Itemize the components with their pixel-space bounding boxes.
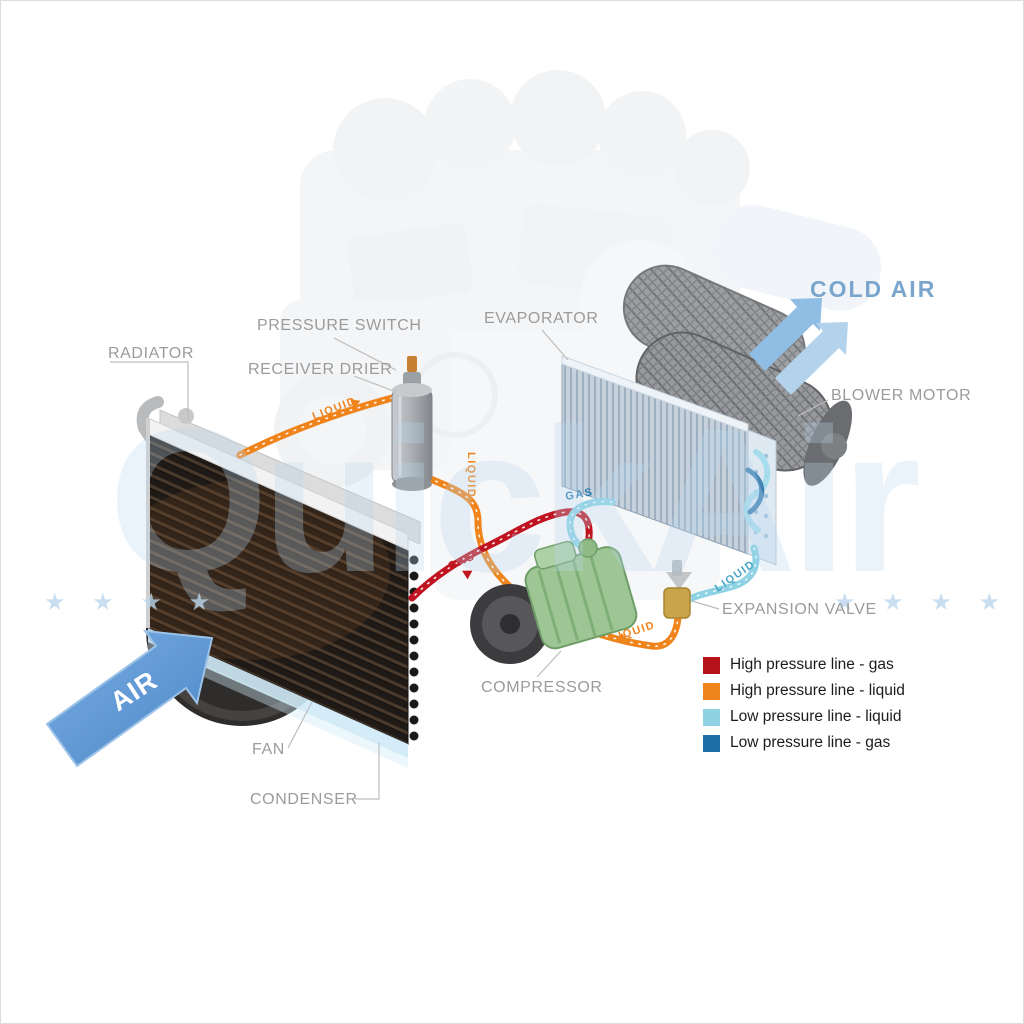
legend-item-high-gas: High pressure line - gas [703,652,905,678]
legend-label-low-gas: Low pressure line - gas [730,734,891,751]
compressor [470,538,638,664]
cold-air-arrows [749,298,848,395]
label-blower-motor: BLOWER MOTOR [831,387,972,404]
label-condenser: CONDENSER [250,791,358,808]
label-receiver-drier: RECEIVER DRIER [248,361,393,378]
legend-item-high-liquid: High pressure line - liquid [703,678,905,704]
evaporator [561,355,777,566]
pipe-label-gas-2: GAS [564,486,594,503]
leader-lines [110,329,829,800]
legend-label-high-liquid: High pressure line - liquid [730,682,905,699]
line-legend: High pressure line - gas High pressure l… [703,652,905,756]
legend-label-low-liquid: Low pressure line - liquid [730,708,902,725]
label-pressure-switch: PRESSURE SWITCH [257,317,422,334]
label-radiator: RADIATOR [108,345,194,362]
legend-item-low-liquid: Low pressure line - liquid [703,704,905,730]
expansion-valve [663,560,692,619]
legend-swatch-high-gas [703,656,720,674]
legend-item-low-gas: Low pressure line - gas [703,730,905,756]
low-pressure-liquid-line [678,544,760,608]
legend-swatch-low-gas [703,734,720,752]
pipe-label-liquid-2: LIQUID [465,452,477,498]
legend-swatch-low-liquid [703,708,720,726]
legend-label-high-gas: High pressure line - gas [730,656,894,673]
pressure-switch [407,356,417,372]
label-evaporator: EVAPORATOR [484,310,599,327]
label-expansion-valve: EXPANSION VALVE [722,601,877,618]
label-compressor: COMPRESSOR [481,679,603,696]
condenser [146,417,419,768]
label-cold-air: COLD AIR [810,276,937,302]
receiver-drier [391,356,433,491]
label-fan: FAN [252,741,285,758]
condenser-tube-bends [409,555,419,741]
legend-swatch-high-liquid [703,682,720,700]
